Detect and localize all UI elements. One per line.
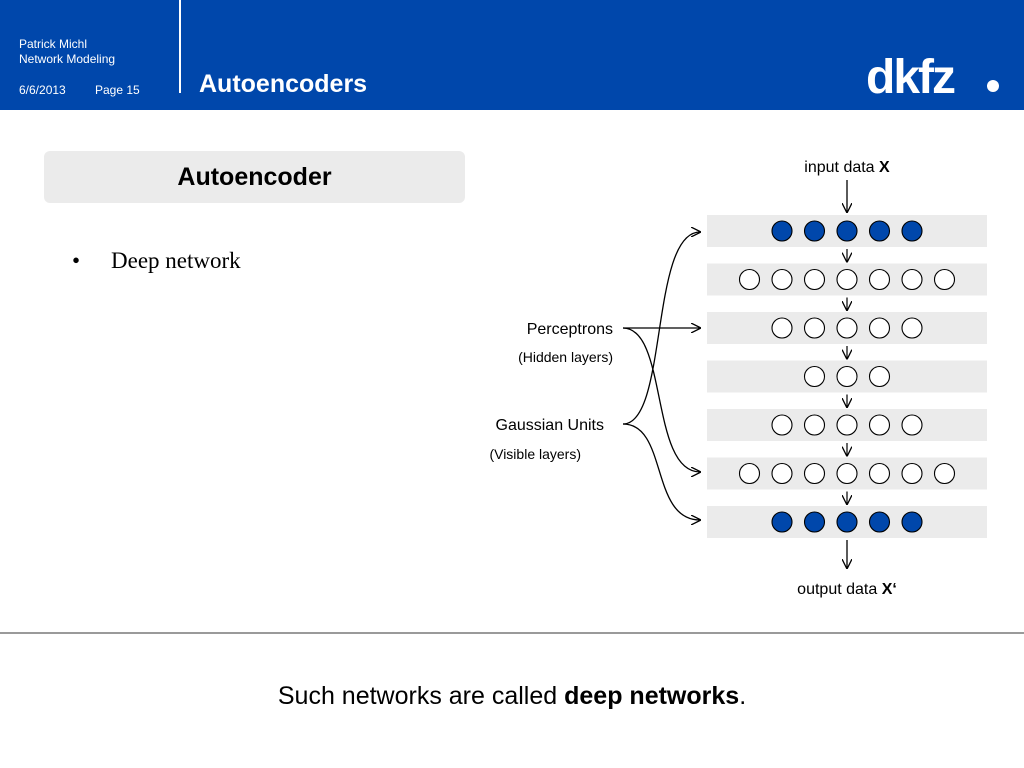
logo-dot (987, 80, 999, 92)
hidden-unit (738, 462, 761, 485)
hidden-unit (803, 365, 826, 388)
hidden-unit (836, 462, 858, 485)
gaussian-arrow-bottom (622, 423, 700, 520)
hidden-unit (901, 317, 923, 339)
course-name: Network Modeling (19, 52, 116, 66)
footer-statement: Such networks are called deep networks. (277, 682, 747, 710)
visible-unit (803, 511, 826, 533)
hidden-unit (933, 268, 956, 291)
hidden-unit (933, 462, 956, 485)
hidden-unit (836, 365, 858, 388)
hidden-unit (868, 317, 891, 339)
hidden-unit (836, 414, 858, 436)
section-title-box: Autoencoder (44, 151, 465, 203)
perceptrons-label: Perceptrons (527, 321, 613, 338)
hidden-unit (868, 462, 891, 485)
visible-unit (803, 220, 826, 242)
footer-bold-term: deep networks (564, 682, 740, 710)
bottom-divider (0, 632, 1024, 634)
gaussian-units-label: Gaussian Units (496, 417, 605, 434)
visible-unit (868, 511, 891, 533)
hidden-unit (868, 365, 891, 388)
hidden-unit (836, 317, 858, 339)
hidden-unit (803, 317, 826, 339)
visible-unit (771, 220, 793, 242)
perceptrons-sublabel: (Hidden layers) (518, 349, 613, 365)
author-name: Patrick Michl (19, 37, 88, 51)
hidden-unit (836, 268, 858, 291)
hidden-unit (901, 268, 923, 291)
hidden-unit (868, 414, 891, 436)
hidden-unit (901, 414, 923, 436)
visible-unit (836, 511, 858, 533)
visible-unit (836, 220, 858, 242)
header-separator (179, 0, 181, 93)
visible-unit (771, 511, 793, 533)
slide-title: Autoencoders (199, 70, 368, 98)
hidden-unit (771, 462, 793, 485)
output-data-label: output data X‘ (797, 581, 897, 598)
visible-unit (901, 220, 923, 242)
input-data-label: input data X (804, 159, 890, 176)
hidden-unit (803, 414, 826, 436)
gaussian-units-sublabel: (Visible layers) (489, 446, 581, 462)
page-number: Page 15 (95, 83, 140, 97)
perceptrons-arrow-lower (622, 327, 700, 472)
hidden-unit (868, 268, 891, 291)
hidden-unit (803, 462, 826, 485)
hidden-unit (901, 462, 923, 485)
hidden-unit (771, 414, 793, 436)
bullet-marker: • (72, 248, 81, 273)
header-bar: Patrick Michl Network Modeling 6/6/2013 … (0, 0, 1024, 110)
visible-unit (868, 220, 891, 242)
hidden-unit (771, 268, 793, 291)
visible-unit (901, 511, 923, 533)
layer-stack (707, 215, 987, 538)
gaussian-arrow-top (622, 232, 700, 425)
hidden-unit (771, 317, 793, 339)
slide-date: 6/6/2013 (19, 83, 66, 97)
dkfz-logo: dkfz (866, 51, 956, 104)
hidden-unit (803, 268, 826, 291)
bullet-text: Deep network (111, 248, 241, 273)
author-block: Patrick Michl Network Modeling (19, 37, 115, 67)
hidden-unit (738, 268, 761, 291)
